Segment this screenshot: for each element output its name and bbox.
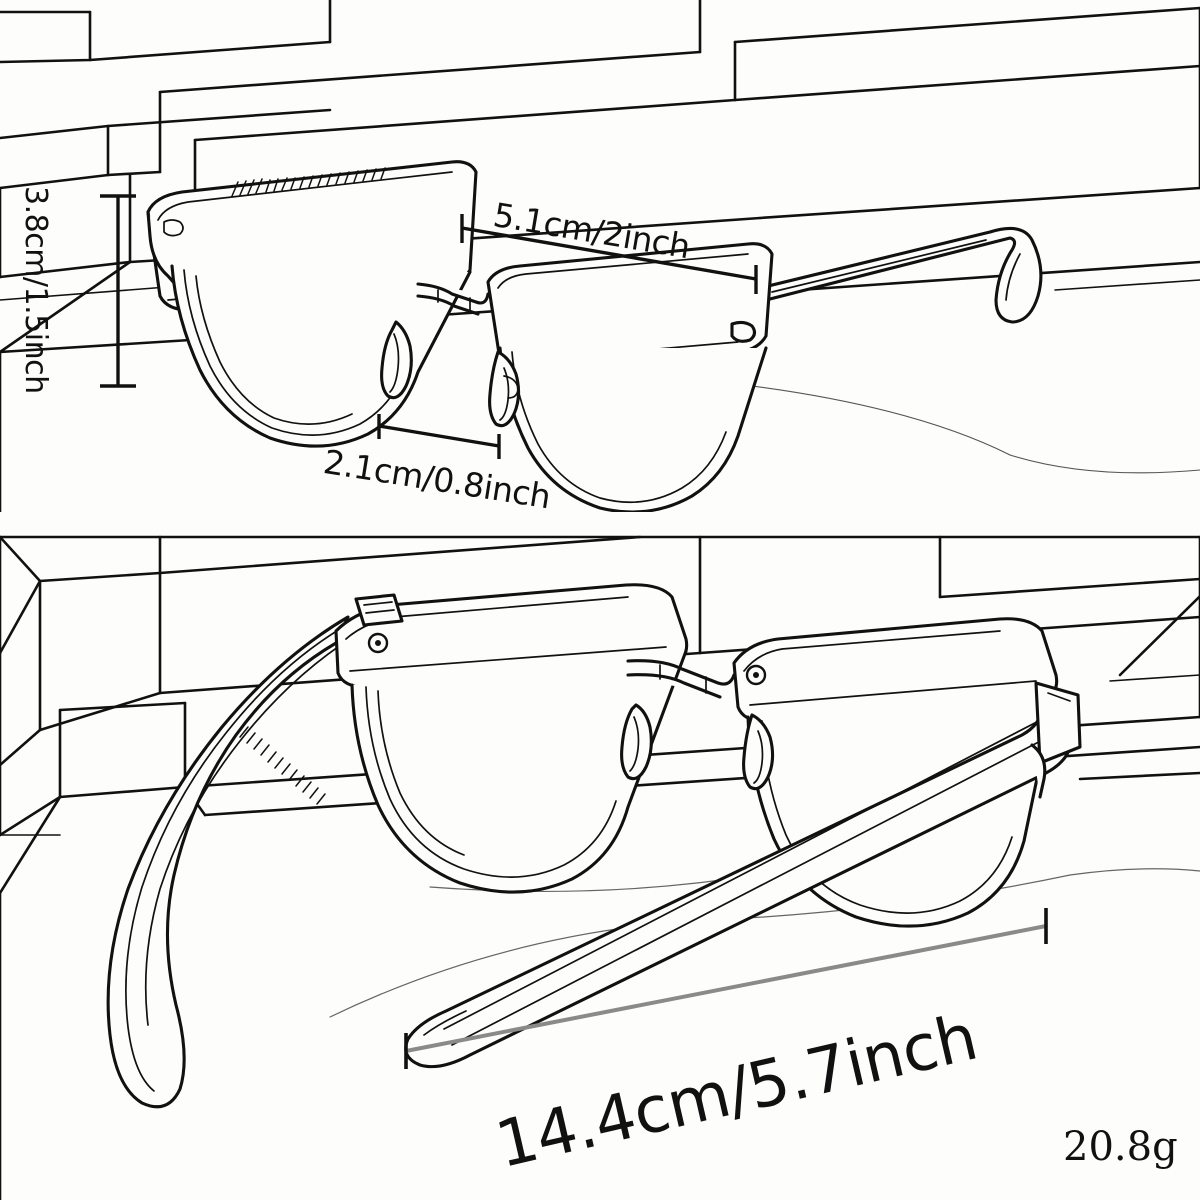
temple-engraving-marks [231, 167, 386, 197]
top-panel-illustration: .ln { fill:none; stroke:#111; stroke-wid… [0, 0, 1200, 512]
dimension-line-bridge-width [377, 414, 501, 459]
dimension-line-lens-height [100, 194, 136, 388]
panel-bottom-view: .b-ln { fill:none; stroke:#111; stroke-w… [0, 535, 1200, 1200]
weight-label: 20.8g [1063, 1124, 1178, 1170]
dimension-label-lens-height: 3.8cm/1.5inch [18, 186, 53, 394]
panel-top-view: .ln { fill:none; stroke:#111; stroke-wid… [0, 0, 1200, 512]
glasses-rear-view [106, 583, 1082, 1109]
dimension-line-temple-length [404, 908, 1048, 1069]
bottom-panel-illustration: .b-ln { fill:none; stroke:#111; stroke-w… [0, 535, 1200, 1200]
dimension-line-lens-width [460, 214, 758, 294]
temple-engraving-marks-rear [239, 726, 326, 805]
glasses-front-view [146, 160, 1043, 512]
